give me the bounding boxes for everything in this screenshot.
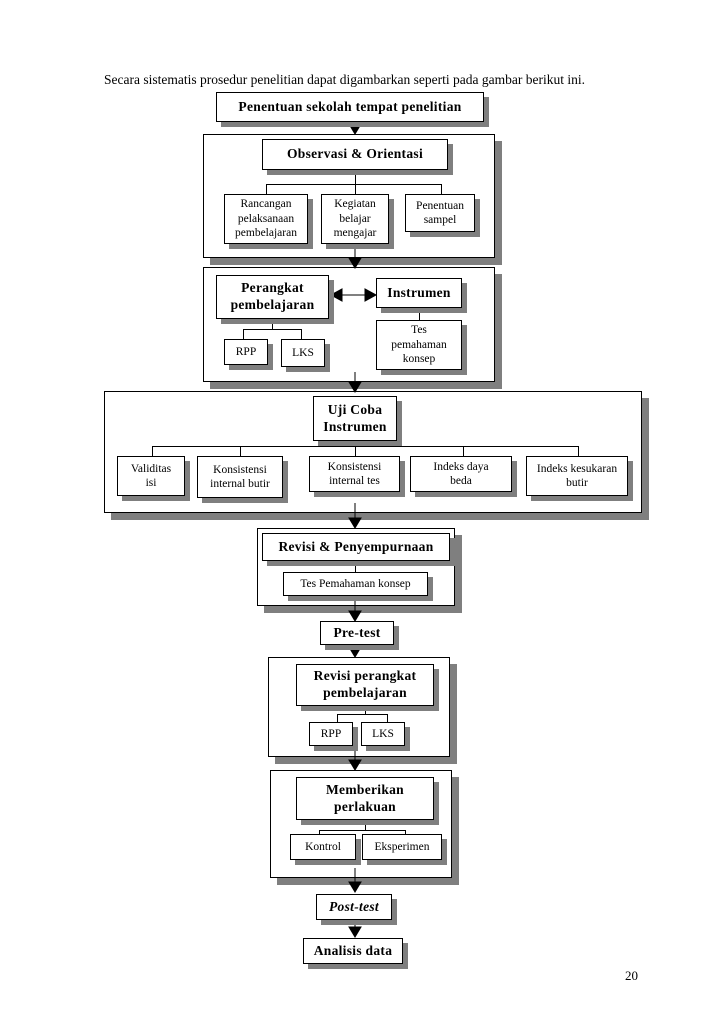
lks-2-box: LKS [361, 722, 405, 746]
connector-line [337, 714, 387, 715]
flow-arrow-head [348, 926, 362, 938]
flow-arrow-head [348, 257, 362, 269]
lks-box: LKS [281, 339, 325, 367]
flow-arrow-head [348, 881, 362, 893]
pre-test-box: Pre-test [320, 621, 394, 645]
connector-line [355, 184, 356, 194]
memberikan-perlakuan-box: Memberikan perlakuan [296, 777, 434, 820]
connector-line [365, 820, 366, 830]
connector-line [355, 441, 356, 446]
connector-line [243, 329, 244, 339]
tes-pemahaman-konsep-2-box: Tes Pemahaman konsep [283, 572, 428, 596]
connector-line [266, 184, 441, 185]
kegiatan-belajar-box: Kegiatan belajar mengajar [321, 194, 389, 244]
penentuan-sekolah-box: Penentuan sekolah tempat penelitian [216, 92, 484, 122]
flow-arrow-head [348, 517, 362, 529]
connector-line [152, 446, 578, 447]
eksperimen-box: Eksperimen [362, 834, 442, 860]
connector-line [243, 329, 301, 330]
instrumen-box: Instrumen [376, 278, 462, 308]
bidirectional-arrow-head-left [329, 288, 343, 302]
connector-line [355, 560, 356, 572]
connector-line [319, 830, 320, 834]
connector-line [355, 446, 356, 456]
rpp-box: RPP [224, 339, 268, 365]
connector-line [240, 446, 241, 456]
connector-line [578, 446, 579, 456]
revisi-perangkat-box: Revisi perangkat pembelajaran [296, 664, 434, 706]
intro-text: Secara sistematis prosedur penelitian da… [104, 72, 585, 87]
connector-line [365, 706, 366, 714]
indeks-kesukaran-butir-box: Indeks kesukaran butir [526, 456, 628, 496]
kontrol-box: Kontrol [290, 834, 356, 860]
connector-line [272, 319, 273, 329]
page-number: 20 [625, 968, 638, 983]
revisi-penyempurnaan-box: Revisi & Penyempurnaan [262, 533, 450, 561]
connector-line [266, 184, 267, 194]
konsistensi-internal-tes-box: Konsistensi internal tes [309, 456, 400, 492]
connector-line [319, 830, 405, 831]
penentuan-sampel-box: Penentuan sampel [405, 194, 475, 232]
connector-line [463, 446, 464, 456]
connector-line [405, 830, 406, 834]
flow-arrow-head [348, 759, 362, 771]
indeks-daya-beda-box: Indeks daya beda [410, 456, 512, 492]
connector-line [419, 307, 420, 320]
validitas-isi-box: Validitas isi [117, 456, 185, 496]
perangkat-pembelajaran-box: Perangkat pembelajaran [216, 275, 329, 319]
post-test-box: Post-test [316, 894, 392, 920]
flow-arrow-head [348, 123, 362, 135]
connector-line [337, 714, 338, 722]
rpp-2-box: RPP [309, 722, 353, 746]
flow-arrow-head [348, 610, 362, 622]
bidirectional-arrow-head-right [364, 288, 378, 302]
connector-line [441, 184, 442, 194]
connector-line [387, 714, 388, 722]
flow-arrow-head [348, 646, 362, 658]
connector-line [301, 329, 302, 339]
flow-arrow-head [348, 381, 362, 393]
analisis-data-box: Analisis data [303, 938, 403, 964]
connector-line [355, 170, 356, 184]
konsistensi-internal-butir-box: Konsistensi internal butir [197, 456, 283, 498]
uji-coba-instrumen-box: Uji Coba Instrumen [313, 396, 397, 441]
tes-pemahaman-konsep-box: Tes pemahaman konsep [376, 320, 462, 370]
observasi-orientasi-box: Observasi & Orientasi [262, 139, 448, 170]
rancangan-pelaksanaan-box: Rancangan pelaksanaan pembelajaran [224, 194, 308, 244]
connector-line [152, 446, 153, 456]
